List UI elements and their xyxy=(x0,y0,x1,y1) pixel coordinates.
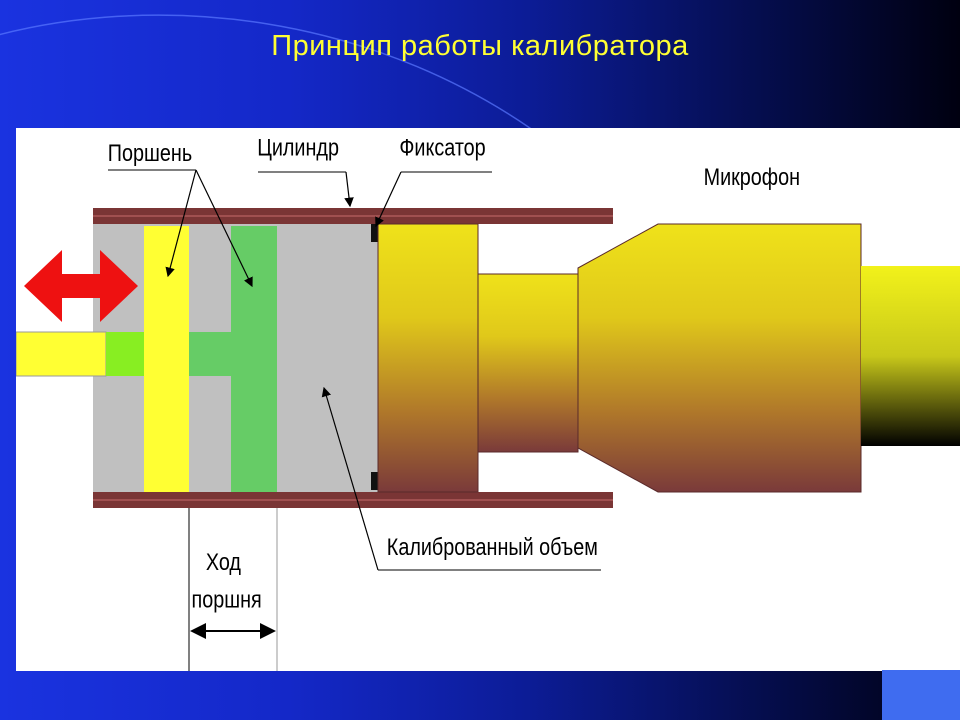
label-microphone: Микрофон xyxy=(704,163,800,190)
label-calibrated-volume: Калиброванный объем xyxy=(387,533,598,560)
calibrator-diagram: Поршень Цилиндр Фиксатор Микрофон Калибр… xyxy=(16,134,960,671)
fixator-top xyxy=(371,224,378,242)
label-cylinder: Цилиндр xyxy=(257,134,339,161)
double-arrow-icon xyxy=(24,250,138,322)
corner-decoration xyxy=(882,670,960,720)
label-piston: Поршень xyxy=(108,139,192,166)
diagram-canvas: Поршень Цилиндр Фиксатор Микрофон Калибр… xyxy=(16,128,960,671)
slide-title: Принцип работы калибратора xyxy=(271,30,689,62)
piston-rod xyxy=(16,331,107,377)
microphone xyxy=(377,223,960,493)
label-fixator: Фиксатор xyxy=(399,134,485,161)
label-stroke-line2: поршня xyxy=(192,586,262,613)
piston-yellow xyxy=(144,226,189,492)
label-stroke-line1: Ход xyxy=(206,548,241,575)
fixator-bottom xyxy=(371,472,378,490)
piston-green xyxy=(231,226,277,492)
